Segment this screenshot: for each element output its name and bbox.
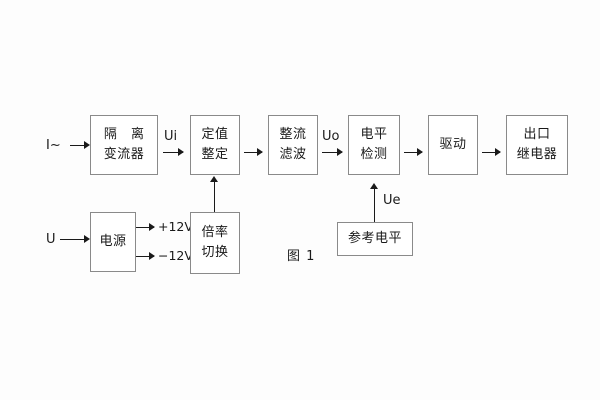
connector-driver-to-relay <box>482 152 500 153</box>
block-multiplier-switch-line1: 倍率 <box>201 224 229 240</box>
power-rail-positive-label: +12V <box>158 219 193 234</box>
input-label-voltage: U <box>46 232 56 247</box>
connector-level-to-driver <box>404 152 422 153</box>
connector-rectify-to-level <box>322 152 342 153</box>
input-label-current: I~ <box>46 138 61 153</box>
connector-voltage-to-power <box>60 239 88 240</box>
arrowhead-multiplier-to-setting <box>210 176 218 182</box>
connector-power-positive <box>136 227 154 228</box>
block-level-detection: 电平 检测 <box>348 115 400 175</box>
block-power-supply: 电源 <box>90 212 136 272</box>
block-output-relay-line2: 继电器 <box>516 147 558 162</box>
arrowhead-setting-to-rectify <box>257 148 263 156</box>
block-isolation-transformer: 隔 离 变流器 <box>90 115 158 175</box>
arrowhead-ui <box>178 148 184 156</box>
block-isolation-transformer-line2: 变流器 <box>103 147 145 162</box>
block-level-detection-line2: 检测 <box>360 147 388 162</box>
block-setting-value-line2: 整定 <box>201 147 229 162</box>
block-power-supply-line1: 电源 <box>99 233 127 249</box>
block-driver: 驱动 <box>428 115 478 175</box>
block-setting-value-line1: 定值 <box>201 126 229 142</box>
arrowhead-ue <box>370 183 378 189</box>
block-isolation-transformer-line1: 隔 离 <box>103 126 150 142</box>
block-reference-level-line1: 参考电平 <box>347 230 402 246</box>
signal-label-uo: Uo <box>322 129 340 144</box>
connector-reference-to-level <box>374 188 375 222</box>
signal-label-ui: Ui <box>164 129 178 144</box>
arrowhead-level-to-driver <box>417 148 423 156</box>
signal-label-ue: Ue <box>383 193 401 208</box>
block-driver-line1: 驱动 <box>439 136 467 152</box>
connector-power-negative <box>136 256 154 257</box>
block-output-relay: 出口 继电器 <box>506 115 568 175</box>
connector-isolation-to-setting <box>163 152 183 153</box>
connector-current-to-isolation <box>70 145 88 146</box>
connector-multiplier-to-setting <box>214 181 215 212</box>
arrowhead-power-positive <box>149 223 155 231</box>
block-rectify-filter-line1: 整流 <box>279 126 307 142</box>
arrowhead-power-negative <box>149 252 155 260</box>
connector-setting-to-rectify <box>244 152 262 153</box>
block-output-relay-line1: 出口 <box>523 126 551 142</box>
block-level-detection-line1: 电平 <box>360 126 388 142</box>
block-setting-value: 定值 整定 <box>190 115 240 175</box>
block-multiplier-switch-line2: 切换 <box>201 245 229 260</box>
arrowhead-driver-to-relay <box>495 148 501 156</box>
arrowhead-current-input <box>84 141 90 149</box>
block-multiplier-switch: 倍率 切换 <box>190 212 240 274</box>
arrowhead-uo <box>337 148 343 156</box>
figure-caption: 图 1 <box>287 249 316 264</box>
arrowhead-voltage-input <box>84 235 90 243</box>
power-rail-negative-label: −12V <box>158 248 193 263</box>
block-reference-level: 参考电平 <box>337 222 413 256</box>
block-rectify-filter-line2: 滤波 <box>279 147 307 162</box>
block-rectify-filter: 整流 滤波 <box>268 115 318 175</box>
